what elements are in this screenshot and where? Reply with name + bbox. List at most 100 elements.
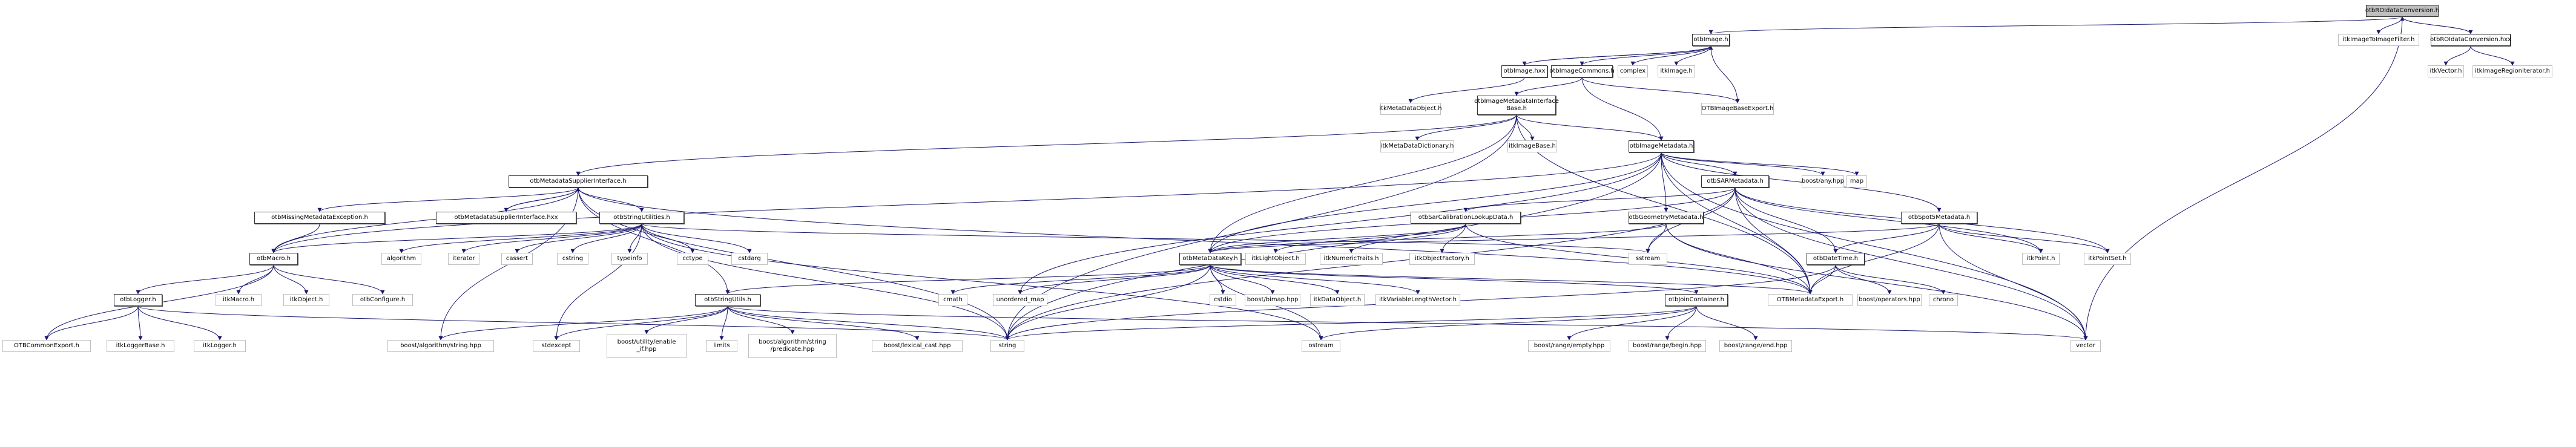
edge-otbMetaDataKey-to-itkVLV xyxy=(1210,264,1420,295)
node-cstdio: cstdio xyxy=(1210,294,1236,306)
edge-root-to-otbImage xyxy=(1709,16,2403,34)
edge-otbImageMetadata-to-otbSpot5 xyxy=(1661,152,1942,212)
edge-otbSpot5-to-OTBMetadataExport xyxy=(1808,223,1940,295)
node-cstdarg: cstdarg xyxy=(731,253,768,265)
edge-otbLogger-to-itkLogger xyxy=(137,305,222,341)
node-otb-configure: otbConfigure.h xyxy=(352,294,413,306)
node-otb-m-s-i-hxx[interactable]: otbMetadataSupplierInterface.hxx xyxy=(436,212,576,224)
node-otb-image-hxx[interactable]: otbImage.hxx xyxy=(1501,65,1547,77)
edge-otbImage-to-complex xyxy=(1630,45,1711,66)
edge-otbSarCal-to-otbMetaDataKey xyxy=(1208,223,1466,253)
node-otb-join[interactable]: otbJoinContainer.h xyxy=(1665,294,1728,306)
node-otb-m-s-i[interactable]: otbMetadataSupplierInterface.h xyxy=(509,175,648,188)
edge-otbMetaDataKey-to-boostBimap xyxy=(1210,264,1275,295)
node-otb-logger[interactable]: otbLogger.h xyxy=(114,294,162,306)
edge-otbMacro-to-itkObject xyxy=(273,264,309,295)
edge-otbStringUtils-to-boostPredicate xyxy=(727,305,795,334)
edge-otbIMIB-to-itkImageBase xyxy=(1516,114,1535,141)
node-otb-missing[interactable]: otbMissingMetadataException.h xyxy=(254,212,385,224)
edge-otbImageMetadata-to-unordered_map xyxy=(1018,152,1662,295)
node-roi-hxx[interactable]: otbROIdataConversion.hxx xyxy=(2430,34,2511,46)
node-otb-meta-data-key[interactable]: otbMetaDataKey.h xyxy=(1179,253,1241,265)
edge-otbSpot5-to-otbMetaDataKey xyxy=(1208,223,1940,253)
edge-otbSAR-to-OTBMetadataExport xyxy=(1734,187,1813,295)
edge-otbImage-to-OTBImageBaseExport xyxy=(1710,45,1740,103)
edge-otbStringUtilities-to-iterator xyxy=(461,223,642,253)
node-itk-v-l-v: itkVariableLengthVector.h xyxy=(1375,294,1460,306)
edge-otbGeom-to-vector xyxy=(1665,223,2088,341)
node-boost-predicate: boost/algorithm/string /predicate.hpp xyxy=(748,334,837,358)
node-stdexcept: stdexcept xyxy=(533,340,580,352)
edge-root-to-itkImageToImageFilter xyxy=(2376,16,2403,34)
node-otb-string-utilities[interactable]: otbStringUtilities.h xyxy=(599,212,684,224)
edge-otbSarCal-to-itkLightObject xyxy=(1273,223,1466,253)
edge-otbStringUtilities-to-cassert xyxy=(515,223,642,253)
node-otb-image-metadata[interactable]: otbImageMetadata.h xyxy=(1629,140,1694,152)
edge-otbMSI-to-otbMacro xyxy=(271,187,579,253)
node-string: string xyxy=(990,340,1024,352)
edge-otbImageMetadata-to-otbGeom xyxy=(1661,152,1668,212)
edge-otbDateTime-to-OTBMetadataExport xyxy=(1808,264,1836,295)
edge-otbImageMetadata-to-map xyxy=(1661,152,1859,176)
edge-otbSAR-to-itkPoint xyxy=(1734,187,2043,253)
edge-otbDateTime-to-chrono xyxy=(1835,264,1946,295)
node-cassert: cassert xyxy=(501,253,533,265)
node-otb-date-time[interactable]: otbDateTime.h xyxy=(1807,253,1865,265)
edge-otbStringUtilities-to-cstdarg xyxy=(641,223,752,253)
edge-otbImage-to-itkImage xyxy=(1674,45,1711,66)
node-itk-image-base: itkImageBase.h xyxy=(1507,140,1557,152)
edge-otbMSI-to-otbStringUtils xyxy=(578,187,730,295)
edge-otbMacro-to-otbConfigure xyxy=(273,264,385,295)
node-sstream: sstream xyxy=(1629,253,1667,265)
edge-otbSarCal-to-itkNumericTraits xyxy=(1349,223,1466,253)
edge-otbMacro-to-otbLogger xyxy=(136,264,274,295)
edge-otbStringUtils-to-boostEnableIf xyxy=(644,305,728,334)
node-otb-spot5[interactable]: otbSpot5Metadata.h xyxy=(1901,212,1977,224)
edge-otbStringUtilities-to-otbMacro xyxy=(271,223,642,253)
node--o-t-b-image-base-export: OTBImageBaseExport.h xyxy=(1701,103,1774,115)
edge-otbImageCommons-to-OTBImageBaseExport xyxy=(1581,77,1740,103)
node-root[interactable]: otbROIdataConversion.h xyxy=(2365,5,2439,17)
edge-otbIMIB-to-otbMSI xyxy=(576,114,1517,176)
node-complex: complex xyxy=(1618,65,1648,77)
node-boost-range-begin: boost/range/begin.hpp xyxy=(1629,340,1706,352)
node-otb-s-a-r[interactable]: otbSARMetadata.h xyxy=(1701,175,1769,188)
node-otb-string-utils[interactable]: otbStringUtils.h xyxy=(695,294,760,306)
edge-otbSpot5-to-itkPoint xyxy=(1939,223,2043,253)
node-otb-sar-cal[interactable]: otbSarCalibrationLookupData.h xyxy=(1411,212,1521,224)
edge-otbSpot5-to-vector xyxy=(1939,223,2088,341)
edge-otbSarCal-to-itkObjectFactory xyxy=(1440,223,1466,253)
node-boost-range-empty: boost/range/empty.hpp xyxy=(1528,340,1610,352)
edge-otbJoin-to-boostRangeEnd xyxy=(1696,305,1758,341)
node-otb-i-m-i-b[interactable]: otbImageMetadataInterface Base.h xyxy=(1474,96,1559,115)
node-unordered_map: unordered_map xyxy=(993,294,1047,306)
edge-otbLogger-to-itkLoggerBase xyxy=(137,305,143,341)
edge-otbMetaDataKey-to-cmath xyxy=(950,264,1211,295)
edge-otbStringUtilities-to-ostream xyxy=(641,223,1323,341)
node-otb-geom[interactable]: otbGeometryMetadata.h xyxy=(1629,212,1704,224)
node-boost-range-end: boost/range/end.hpp xyxy=(1719,340,1792,352)
edge-otbImageMetadata-to-otbSAR xyxy=(1661,152,1738,176)
node-itk-logger-base: itkLoggerBase.h xyxy=(107,340,174,352)
node-boost-enable-if: boost/utility/enable _if.hpp xyxy=(607,334,687,358)
node-itk-numeric-traits: itkNumericTraits.h xyxy=(1320,253,1383,265)
edge-otbImage-to-otbImageCommons xyxy=(1580,45,1711,66)
edge-otbMetaDataKey-to-string xyxy=(1005,264,1211,341)
node-algorithm: algorithm xyxy=(381,253,421,265)
node-otb-image-commons[interactable]: otbImageCommons.h xyxy=(1549,65,1615,77)
edge-otbImageCommons-to-otbIMIB xyxy=(1514,77,1583,96)
node-map: map xyxy=(1846,175,1867,188)
node-itk-image-to-image-filter: itkImageToImageFilter.h xyxy=(2338,34,2419,46)
node-boost-algo-string: boost/algorithm/string.hpp xyxy=(387,340,494,352)
edge-otbStringUtils-to-stdexcept xyxy=(554,305,728,341)
node-iterator: iterator xyxy=(448,253,479,265)
edge-otbJoin-to-ostream xyxy=(1319,305,1697,341)
node-otb-macro[interactable]: otbMacro.h xyxy=(249,253,298,265)
node-itk-object-factory: itkObjectFactory.h xyxy=(1409,253,1475,265)
edge-otbImageHxx-to-otbImage xyxy=(1524,45,1713,66)
edge-otbStringUtilities-to-cstring xyxy=(570,223,642,253)
node-cctype: cctype xyxy=(677,253,708,265)
node-cmath: cmath xyxy=(938,294,967,306)
node-otb-image[interactable]: otbImage.h xyxy=(1692,34,1730,46)
edge-otbMetaDataKey-to-unordered_map xyxy=(1018,264,1211,295)
